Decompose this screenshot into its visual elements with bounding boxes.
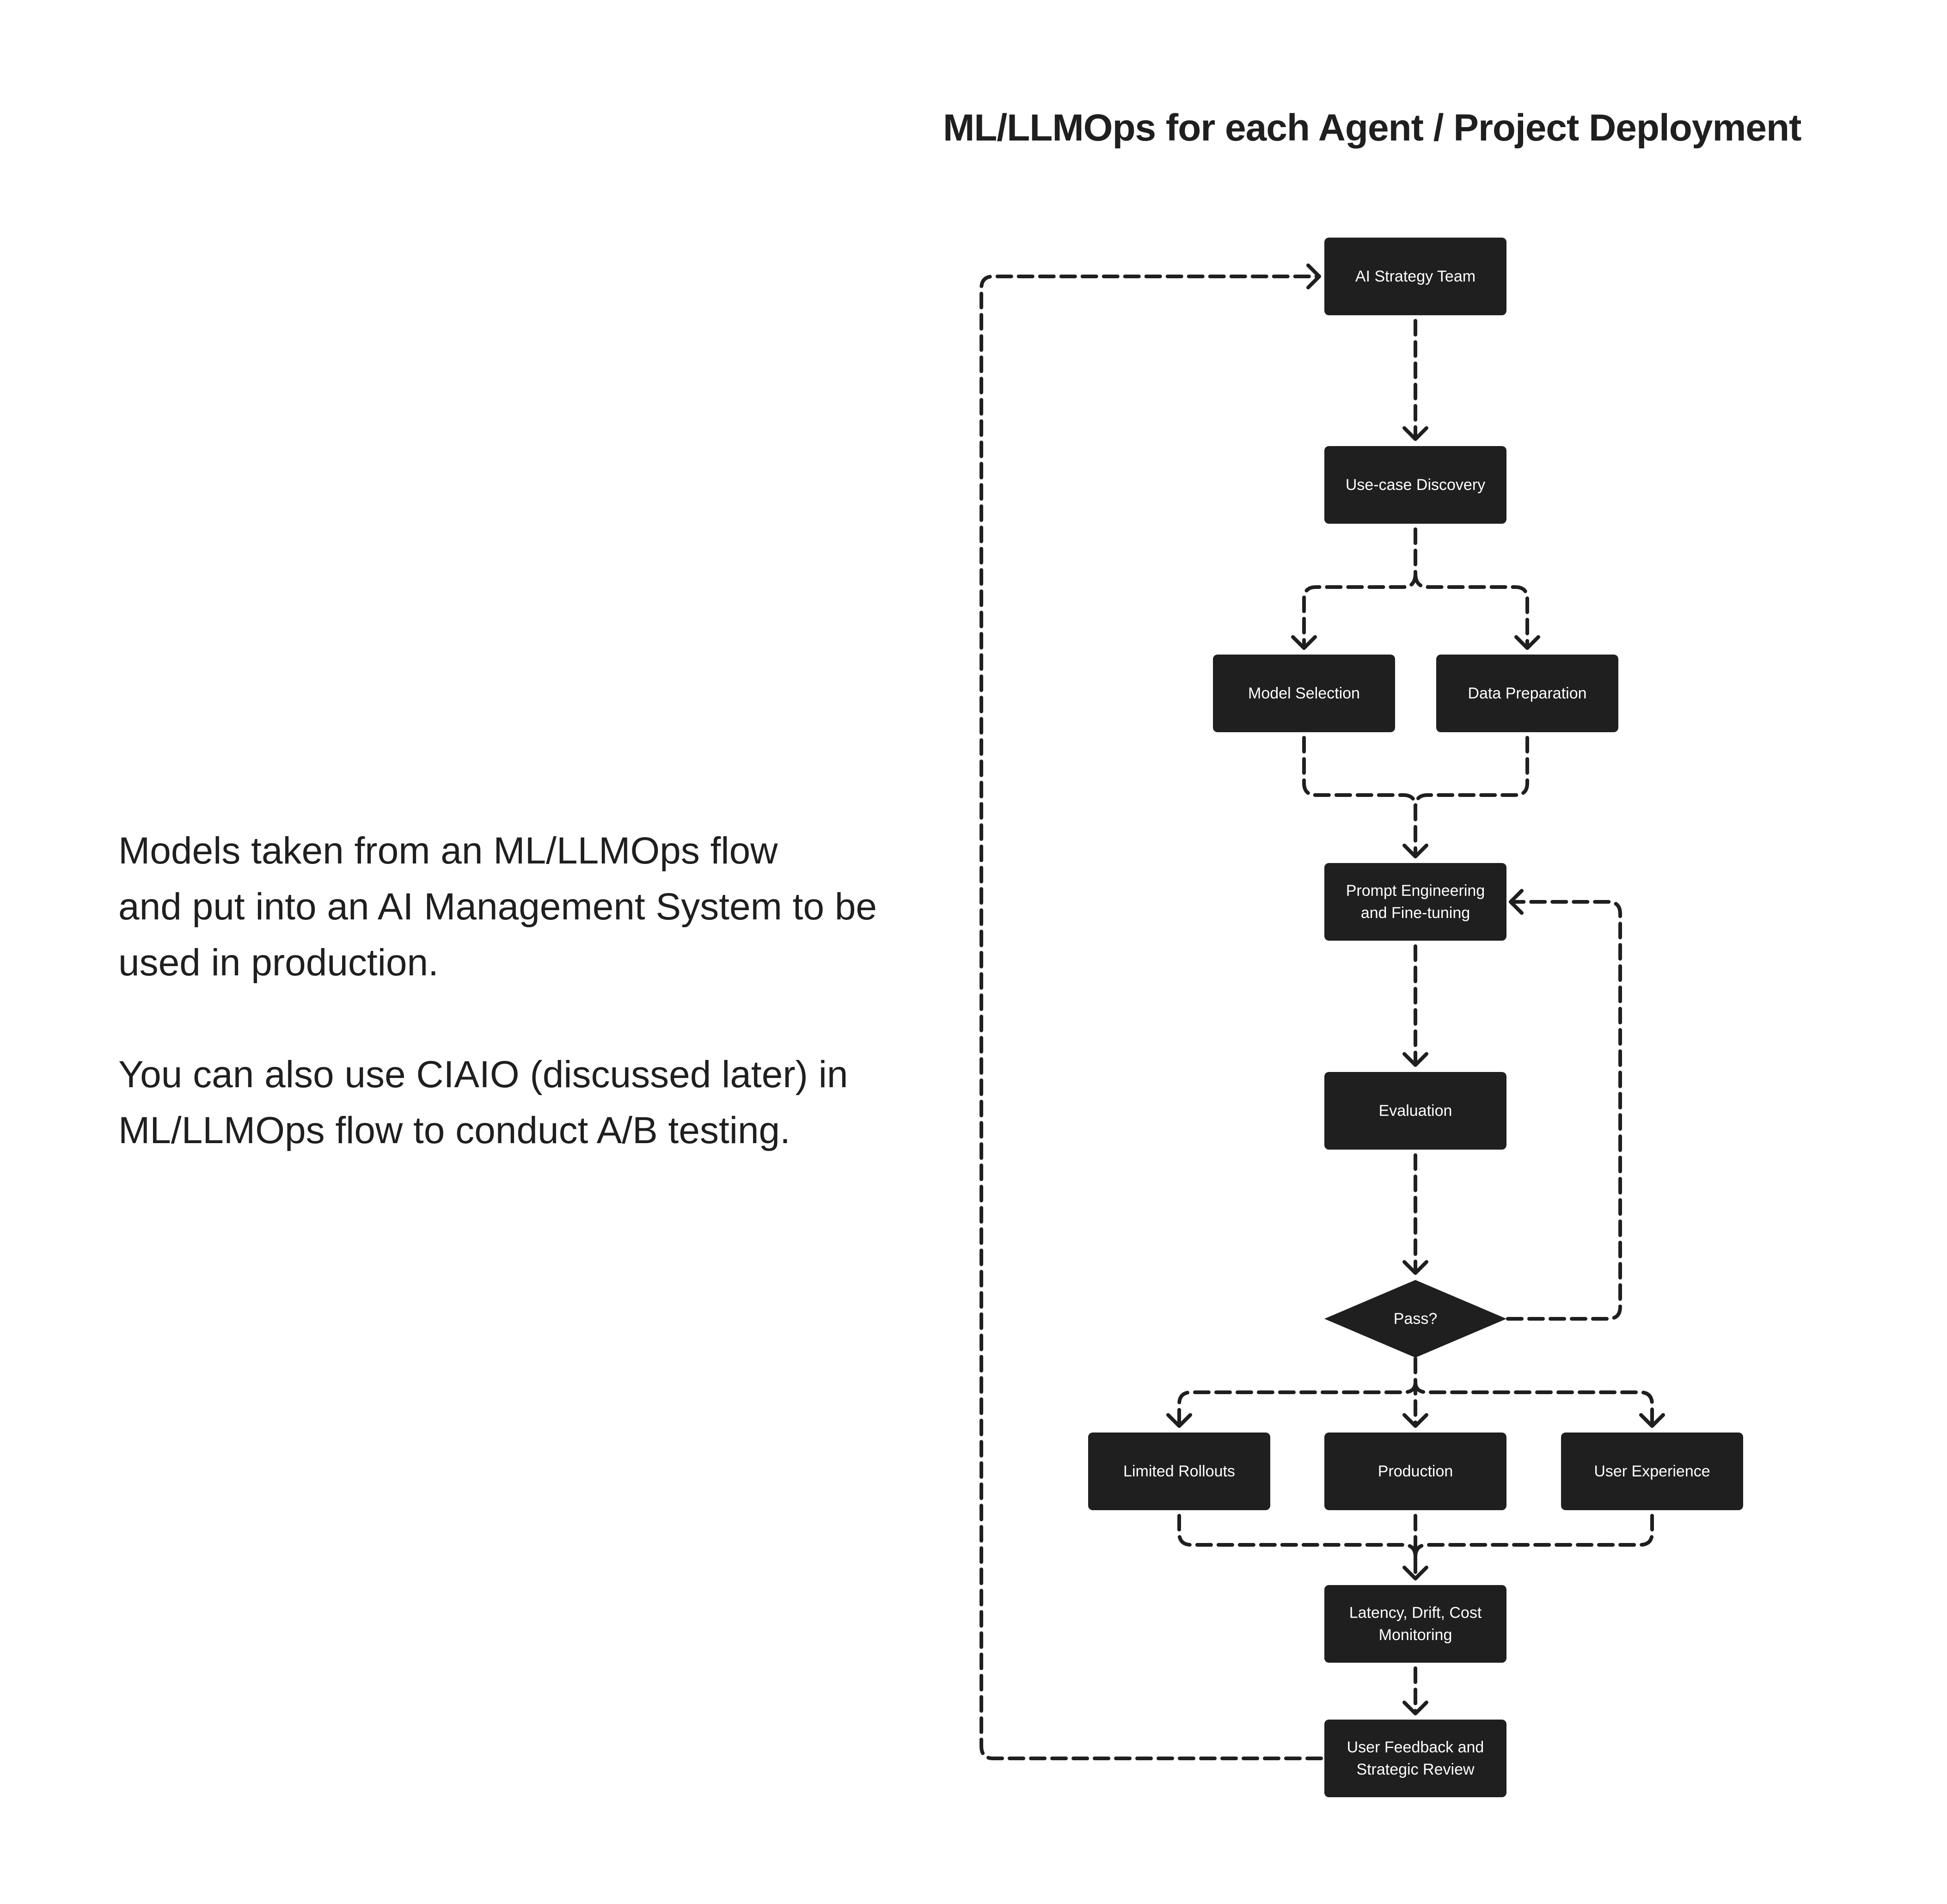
description-line: and put into an AI Management System to … <box>118 886 877 928</box>
process-box <box>1213 655 1395 732</box>
process-box <box>1561 1433 1743 1510</box>
connector-usecase-to-data <box>1414 571 1529 648</box>
description-line: You can also use CIAIO (discussed later)… <box>118 1053 848 1096</box>
node-label: Use-case Discovery <box>1346 476 1485 494</box>
arrowhead-icon <box>1402 1701 1428 1715</box>
connectors <box>980 263 1665 1760</box>
connector-usecase-to-model <box>1302 527 1417 648</box>
node-model-selection: Model Selection <box>1213 655 1395 732</box>
process-box <box>1324 1072 1506 1150</box>
connector-pass-loop-to-prompt <box>1506 900 1622 1321</box>
node-label: Monitoring <box>1379 1626 1452 1644</box>
process-box <box>1324 238 1506 315</box>
arrowhead-icon <box>1291 635 1317 650</box>
connector-limited-to-monitoring <box>1177 1514 1417 1559</box>
node-label: User Experience <box>1594 1463 1710 1480</box>
arrowhead-icon <box>1306 263 1321 289</box>
arrowhead-icon <box>1509 889 1524 915</box>
process-box <box>1436 655 1618 732</box>
description-text: Models taken from an ML/LLMOps flow and … <box>118 823 932 1214</box>
arrowhead-icon <box>1166 1413 1192 1428</box>
connector-feedback-loop-to-strategy <box>980 275 1323 1760</box>
process-box <box>1324 1433 1506 1510</box>
node-label: Limited Rollouts <box>1123 1463 1235 1480</box>
arrowhead-icon <box>1639 1413 1665 1428</box>
description-paragraph-1: Models taken from an ML/LLMOps flow and … <box>118 823 932 991</box>
connector-pass-to-limited <box>1177 1380 1417 1426</box>
decision-diamond <box>1324 1280 1506 1358</box>
node-prompt-engineering: Prompt Engineering and Fine-tuning <box>1324 863 1506 941</box>
node-use-case-discovery: Use-case Discovery <box>1324 446 1506 524</box>
connector-pass-to-userexp <box>1414 1380 1654 1426</box>
description-line: used in production. <box>118 942 439 984</box>
node-ai-strategy-team: AI Strategy Team <box>1324 238 1506 315</box>
node-label: AI Strategy Team <box>1355 268 1476 285</box>
description-paragraph-2: You can also use CIAIO (discussed later)… <box>118 1047 932 1158</box>
node-label: User Feedback and <box>1347 1739 1484 1756</box>
node-production: Production <box>1324 1433 1506 1510</box>
node-label: Strategic Review <box>1356 1761 1475 1778</box>
node-evaluation: Evaluation <box>1324 1072 1506 1150</box>
connector-userexp-to-monitoring <box>1414 1514 1654 1559</box>
node-data-preparation: Data Preparation <box>1436 655 1618 732</box>
diagram-title: ML/LLMOps for each Agent / Project Deplo… <box>943 107 1801 149</box>
node-user-experience: User Experience <box>1561 1433 1743 1510</box>
node-pass-decision: Pass? <box>1324 1280 1506 1358</box>
description-line: Models taken from an ML/LLMOps flow <box>118 830 778 872</box>
process-box <box>1324 446 1506 524</box>
description-line: ML/LLMOps flow to conduct A/B testing. <box>118 1109 790 1151</box>
process-box <box>1324 1585 1506 1663</box>
arrowhead-icon <box>1402 426 1428 441</box>
node-label: Latency, Drift, Cost <box>1349 1604 1482 1622</box>
node-label: Prompt Engineering <box>1346 882 1485 900</box>
node-label: Data Preparation <box>1468 685 1586 702</box>
connector-model-to-prompt <box>1302 736 1417 857</box>
node-label: Evaluation <box>1379 1102 1452 1120</box>
arrowhead-icon <box>1402 844 1428 858</box>
arrowhead-icon <box>1402 1052 1428 1067</box>
node-label: and Fine-tuning <box>1361 904 1470 922</box>
arrowhead-icon <box>1402 1413 1428 1428</box>
process-box <box>1088 1433 1270 1510</box>
arrowhead-icon <box>1402 1260 1428 1275</box>
process-box <box>1324 863 1506 941</box>
process-box <box>1324 1720 1506 1797</box>
arrowhead-icon <box>1402 1566 1428 1580</box>
node-limited-rollouts: Limited Rollouts <box>1088 1433 1270 1510</box>
connector-data-to-prompt <box>1414 736 1529 809</box>
node-label: Model Selection <box>1248 685 1360 702</box>
arrowhead-icon <box>1514 635 1540 650</box>
node-label: Production <box>1378 1463 1453 1480</box>
node-label: Pass? <box>1394 1310 1438 1328</box>
